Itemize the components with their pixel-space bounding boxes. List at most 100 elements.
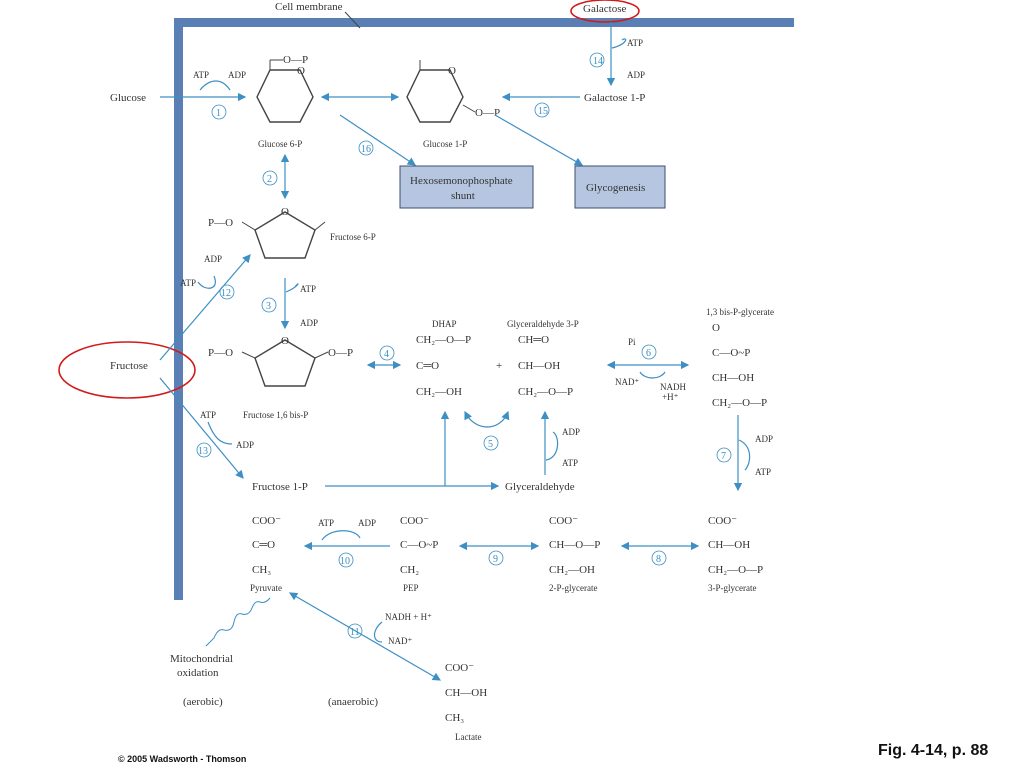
g6p-op: O—P xyxy=(283,54,308,66)
pep-line-1: COO⁻ xyxy=(400,515,429,527)
bpg-line-3: CH—OH xyxy=(712,372,754,384)
pyr-line-3: CH₃ xyxy=(252,564,271,576)
step-11-circle xyxy=(347,623,363,639)
atp-g: ATP xyxy=(562,458,578,468)
fructose6p-ring xyxy=(241,211,326,259)
adp-g: ADP xyxy=(562,427,580,437)
mito-label-2: oxidation xyxy=(177,667,219,679)
atp-7: ATP xyxy=(755,467,771,477)
arrow-12-atp xyxy=(197,275,216,289)
hmp-label-1: Hexosemonophosphate xyxy=(410,175,513,187)
step-1-circle xyxy=(211,104,227,120)
arrow-14-atp xyxy=(611,38,627,49)
arrow-glyceraldehyde-atp xyxy=(545,431,559,461)
lac-line-1: COO⁻ xyxy=(445,662,474,674)
step-3: 3 xyxy=(266,301,271,312)
f6p-po: P—O xyxy=(208,217,233,229)
step-15-circle xyxy=(534,102,550,118)
atp-3: ATP xyxy=(300,284,316,294)
step-15: 15 xyxy=(538,106,548,117)
step-8: 8 xyxy=(656,554,661,565)
dhap-line-2: C═O xyxy=(416,360,439,372)
lac-line-2: CH—OH xyxy=(445,687,487,699)
bpg-line-1: O xyxy=(712,322,720,334)
g3p-line-2: CH—OH xyxy=(518,360,560,372)
p2g-label: 2-P-glycerate xyxy=(549,583,597,593)
aerobic-label: (aerobic) xyxy=(183,696,223,708)
fructose1p-label: Fructose 1-P xyxy=(252,481,308,493)
dhap-line-3: CH₂—OH xyxy=(416,386,462,398)
g3p-line-1: CH═O xyxy=(518,334,549,346)
glucose-label: Glucose xyxy=(110,92,146,104)
step-8-circle xyxy=(651,550,667,566)
glycogenesis-label: Glycogenesis xyxy=(586,182,645,194)
step-6: 6 xyxy=(646,348,651,359)
cell-membrane-label: Cell membrane xyxy=(275,1,343,13)
atp-13: ATP xyxy=(200,410,216,420)
step-16-circle xyxy=(358,140,374,156)
atp-14: ATP xyxy=(627,38,643,48)
lactate-label: Lactate xyxy=(455,732,481,742)
atp-10: ATP xyxy=(318,518,334,528)
fructose6p-label: Fructose 6-P xyxy=(330,232,376,242)
dhap-line-1: CH₂—O—P xyxy=(416,334,471,346)
glycogenesis-box xyxy=(574,165,666,209)
hmp-label-2: shunt xyxy=(451,190,475,202)
atp-1: ATP xyxy=(193,70,209,80)
nad-11: NAD⁺ xyxy=(388,636,412,646)
figure-reference: Fig. 4-14, p. 88 xyxy=(878,742,989,759)
fructose16bisp-ring xyxy=(241,339,329,387)
step-14: 14 xyxy=(593,56,603,67)
pep-label: PEP xyxy=(403,583,419,593)
fructose-label: Fructose xyxy=(110,360,148,372)
h-6: +H⁺ xyxy=(662,392,679,402)
f16bp-op: O—P xyxy=(328,347,353,359)
hmp-shunt-box xyxy=(399,165,534,209)
bpg-label: 1,3 bis-P-glycerate xyxy=(706,307,774,317)
arrow-11 xyxy=(288,592,442,681)
f16bp-po: P—O xyxy=(208,347,233,359)
p2g-line-3: CH₂—OH xyxy=(549,564,595,576)
mito-squiggle xyxy=(205,597,271,647)
fructose-highlight xyxy=(58,341,196,399)
fructose16bisp-label: Fructose 1,6 bis-P xyxy=(243,410,308,420)
bpg-line-2: C—O~P xyxy=(712,347,750,359)
arrow-10-adp xyxy=(321,530,361,541)
arrow-7-adp xyxy=(738,439,751,471)
step-13: 13 xyxy=(198,446,208,457)
step-13-circle xyxy=(196,442,212,458)
arrow-glycogenesis xyxy=(494,114,584,166)
step-4: 4 xyxy=(384,349,389,360)
galactose1p-label: Galactose 1-P xyxy=(584,92,645,104)
p3g-label: 3-P-glycerate xyxy=(708,583,756,593)
glucose6p-ring xyxy=(256,59,314,123)
f6p-o: O xyxy=(281,206,289,218)
glucose1p-label: Glucose 1-P xyxy=(423,139,467,149)
nadh-11: NADH + H⁺ xyxy=(385,612,432,622)
step-3-circle xyxy=(261,297,277,313)
g1p-op: O—P xyxy=(475,107,500,119)
atp-12: ATP xyxy=(180,278,196,288)
step-2-circle xyxy=(262,170,278,186)
pep-line-3: CH₂ xyxy=(400,564,419,576)
step-9-circle xyxy=(488,550,504,566)
arrow-12 xyxy=(159,254,251,361)
step-5-circle xyxy=(483,435,499,451)
pyr-line-2: C═O xyxy=(252,539,275,551)
step-10: 10 xyxy=(340,556,350,567)
g3p-line-3: CH₂—O—P xyxy=(518,386,573,398)
pyruvate-label: Pyruvate xyxy=(250,583,282,593)
arrow-13-atp xyxy=(207,421,233,445)
step-10-circle xyxy=(338,552,354,568)
f16bp-o: O xyxy=(281,335,289,347)
plus: + xyxy=(496,360,502,372)
arrow-1-atp xyxy=(199,80,231,91)
nad-6: NAD⁺ xyxy=(615,377,639,387)
glyceraldehyde-label: Glyceraldehyde xyxy=(505,481,575,493)
g3p-label: Glyceraldehyde 3-P xyxy=(507,319,579,329)
bpg-line-4: CH₂—O—P xyxy=(712,397,767,409)
step-12-circle xyxy=(219,284,235,300)
lac-line-3: CH₃ xyxy=(445,712,464,724)
step-7: 7 xyxy=(721,451,726,462)
